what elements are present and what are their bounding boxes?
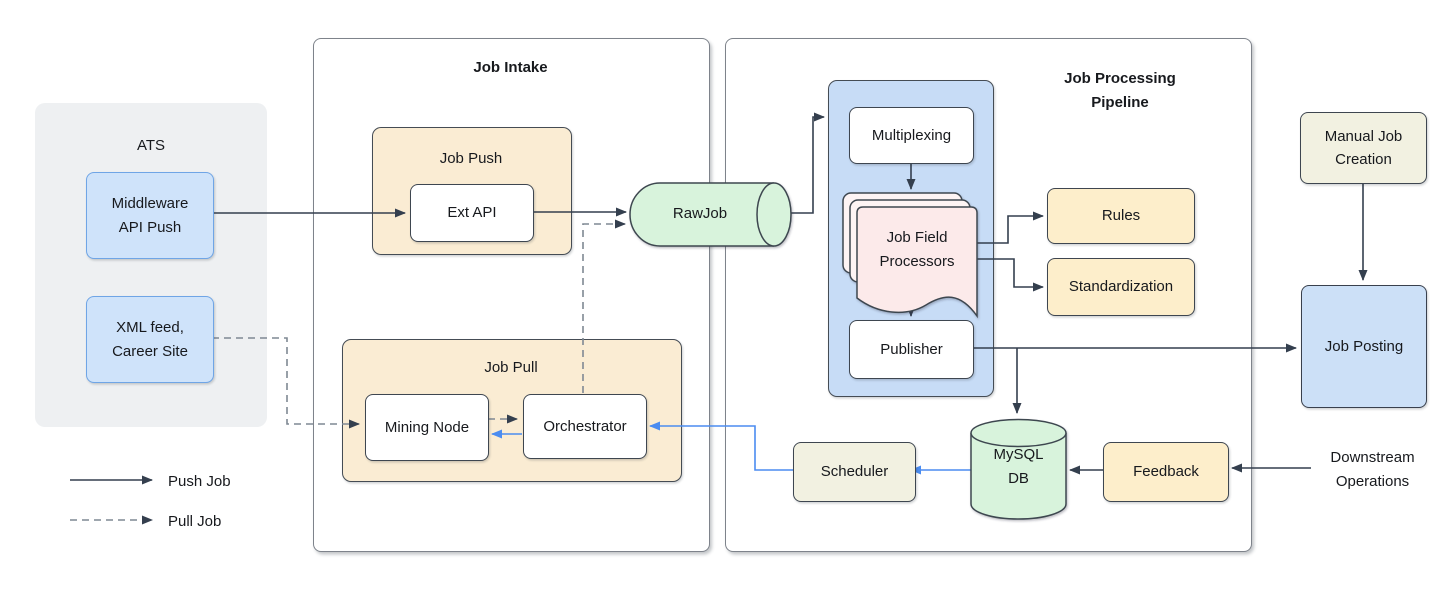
legend-pull-label: Pull Job (168, 513, 222, 530)
publisher-node: Publisher (849, 320, 974, 379)
job-push-title: Job Push (439, 150, 503, 167)
mysql-db-label: MySQL DB (993, 446, 1044, 487)
scheduler-node: Scheduler (793, 442, 916, 502)
feedback-node: Feedback (1103, 442, 1229, 502)
downstream-operations-label: Downstream Operations (1330, 449, 1415, 490)
job-posting-node: Job Posting (1301, 285, 1427, 408)
ats-group-title: ATS (136, 137, 166, 154)
standardization-node: Standardization (1047, 258, 1195, 316)
orchestrator-node: Orchestrator (523, 394, 647, 459)
job-processing-pipeline-title: Job Processing Pipeline (1064, 70, 1176, 111)
xml-feed-career-site-node: XML feed, Career Site (86, 296, 214, 383)
multiplexing-node: Multiplexing (849, 107, 974, 164)
legend-push-label: Push Job (168, 473, 231, 490)
ext-api-node: Ext API (410, 184, 534, 242)
middleware-api-push-node: Middleware API Push (86, 172, 214, 259)
rules-node: Rules (1047, 188, 1195, 244)
manual-job-creation-node: Manual Job Creation (1300, 112, 1427, 184)
job-pull-title: Job Pull (484, 359, 538, 376)
rawjob-label: RawJob (672, 205, 728, 222)
job-intake-title: Job Intake (473, 59, 548, 76)
mining-node: Mining Node (365, 394, 489, 461)
job-field-processors-label: Job Field Processors (879, 229, 955, 270)
